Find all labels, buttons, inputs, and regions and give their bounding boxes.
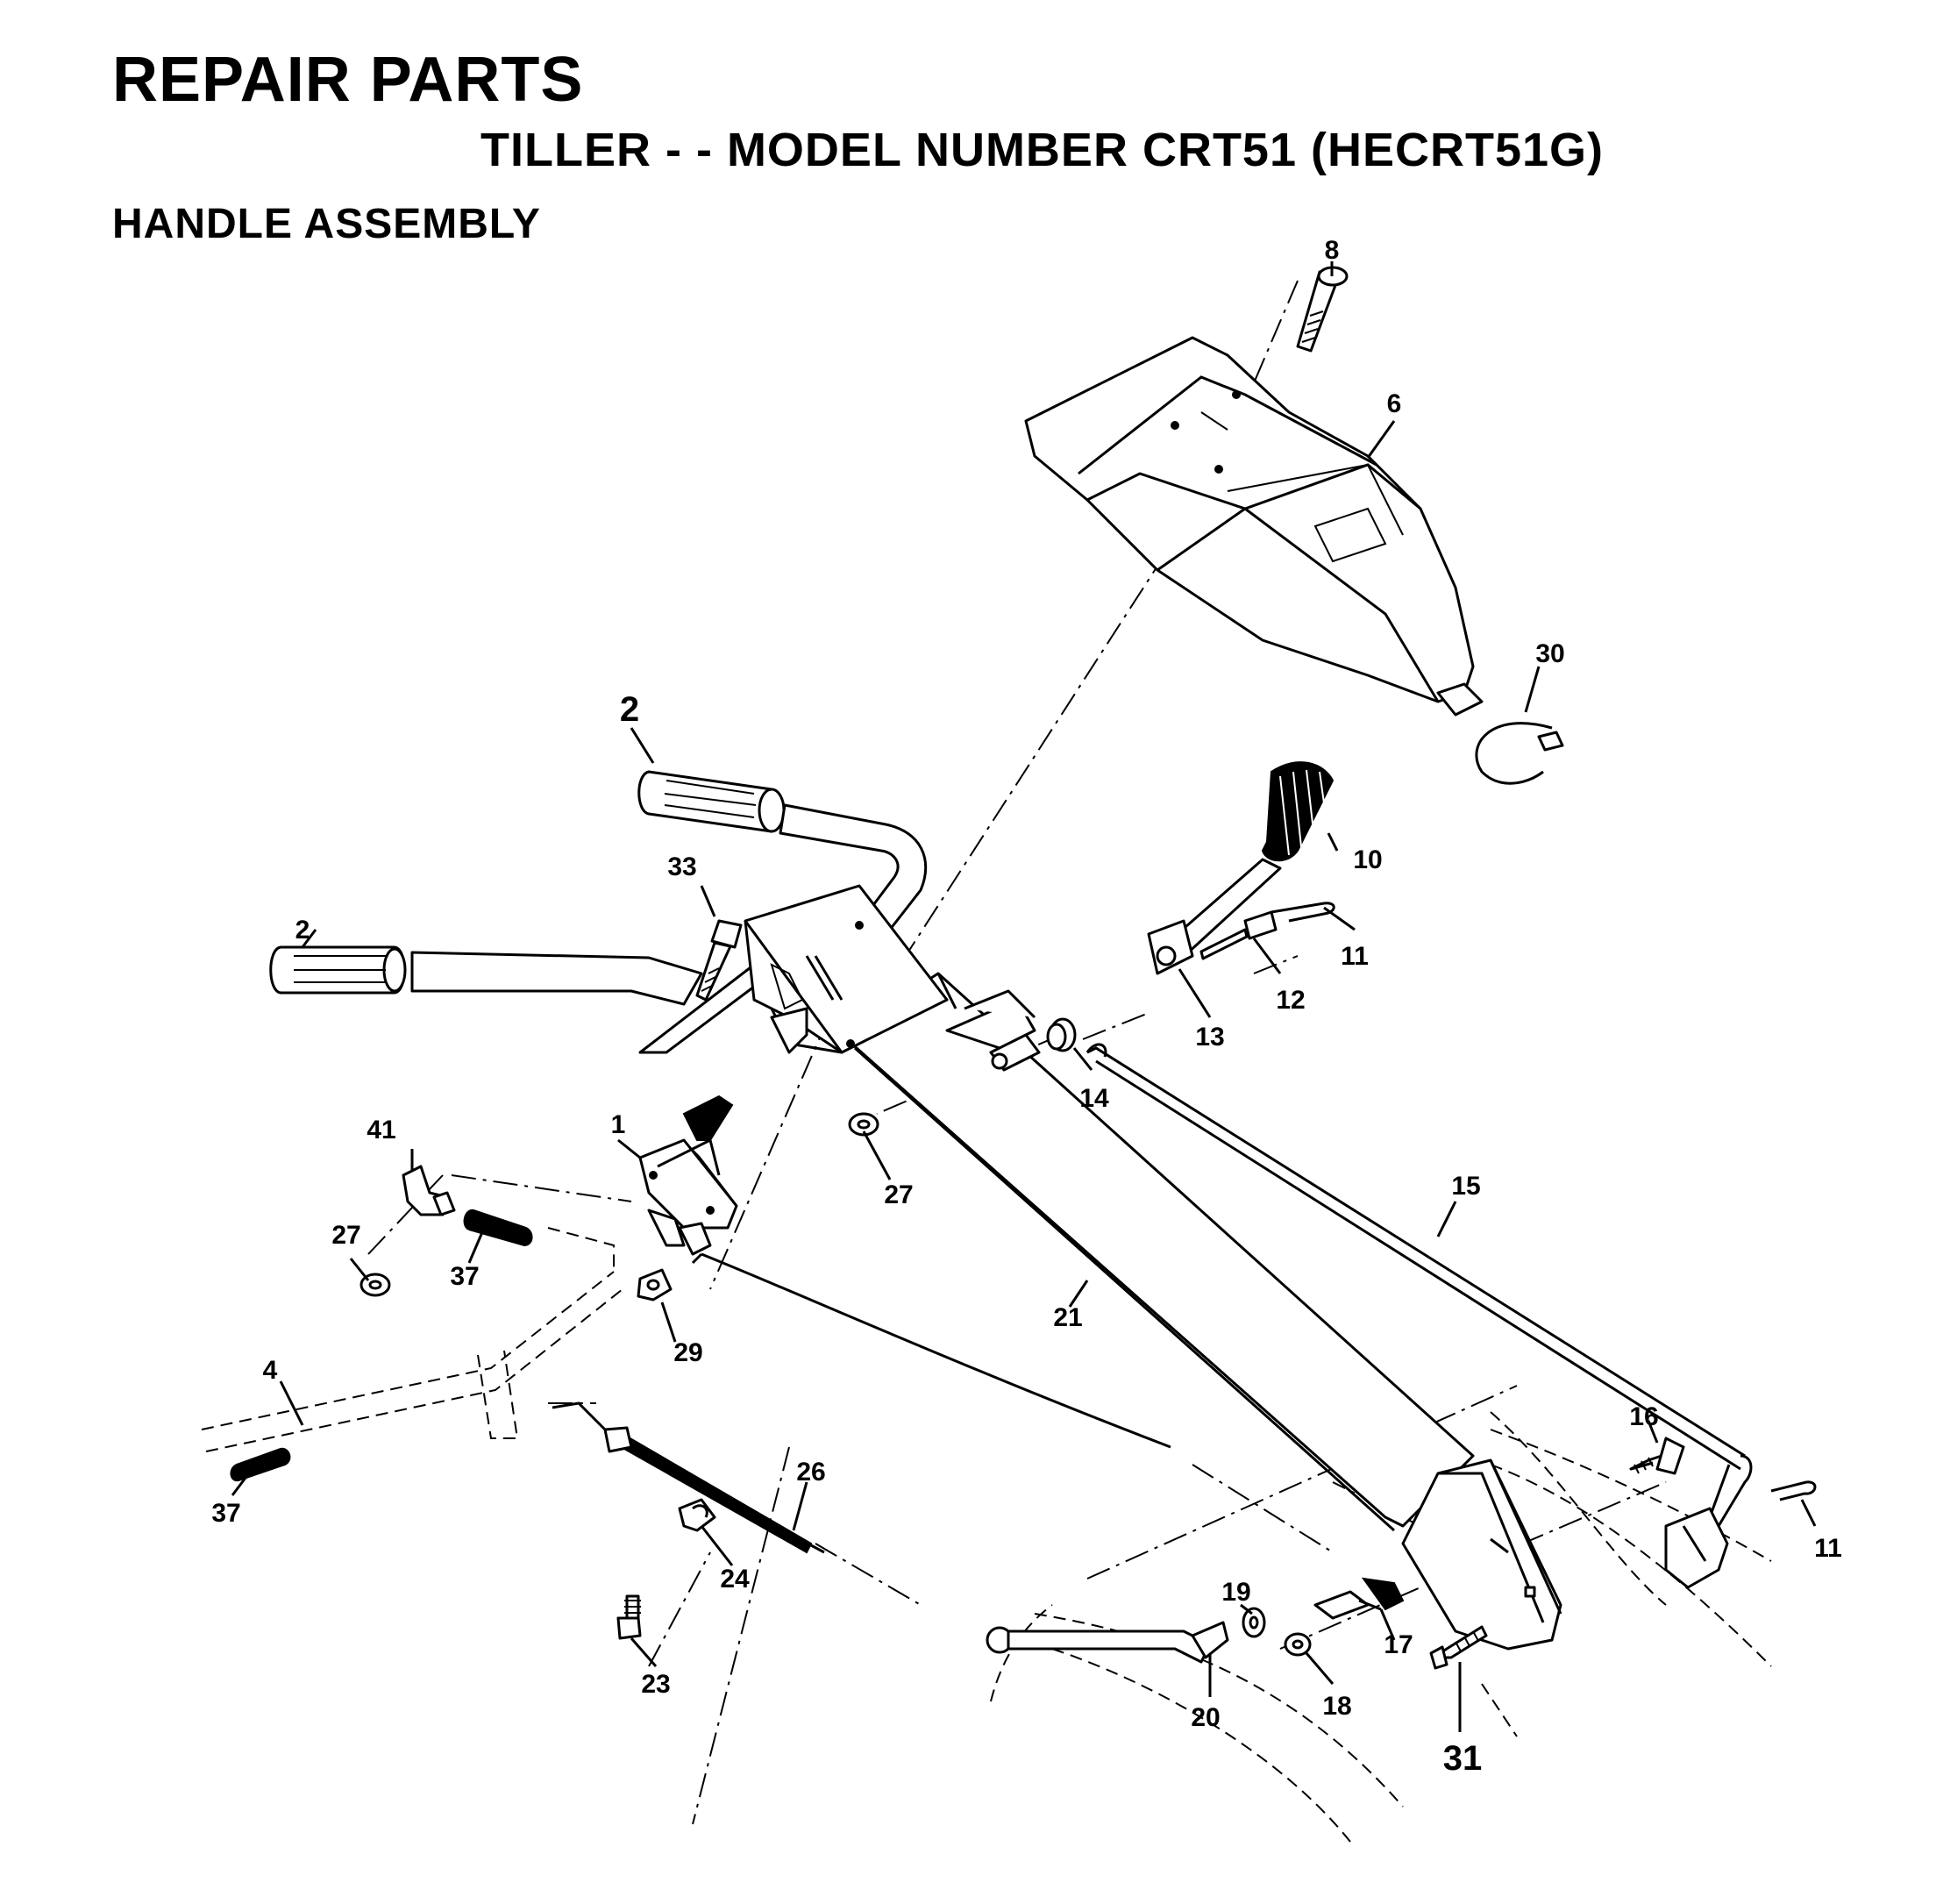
callout-41: 41 [367,1116,395,1145]
callout-13: 13 [1195,1023,1224,1052]
part-18-washer [1284,1632,1312,1657]
part-30-retaining-ring [1475,722,1564,785]
handle-base-bracket [1401,1458,1562,1651]
part-21-handle-tube [840,972,1475,1532]
part-10-lever-grip [1261,761,1335,862]
callout-19: 19 [1221,1578,1250,1607]
callout-27-right: 27 [884,1180,913,1209]
handle-mount-bracket [744,884,949,1054]
shift-bracket [1664,1507,1729,1589]
callout-27-left: 27 [331,1221,360,1250]
part-23-screw [616,1594,642,1640]
callout-2-upper: 2 [620,690,639,729]
callout-16: 16 [1629,1402,1658,1431]
callout-29: 29 [673,1338,702,1367]
part-31-bolt [1429,1625,1488,1670]
part-11-hairpin-upper [1270,902,1335,923]
part-15-shift-rod [1085,1043,1753,1527]
callout-8: 8 [1325,236,1340,265]
callout-6: 6 [1387,389,1402,418]
phantom-frame-lines [201,1227,1772,1843]
model-subtitle: TILLER - - MODEL NUMBER CRT51 (HECRT51G) [480,124,1605,176]
section-title: HANDLE ASSEMBLY [112,201,541,247]
callout-4: 4 [263,1356,278,1385]
callout-21: 21 [1053,1303,1082,1332]
callout-14: 14 [1079,1084,1109,1113]
part-24-cable-clamp [678,1498,716,1532]
callout-20: 20 [1191,1703,1220,1732]
callout-26: 26 [796,1458,825,1487]
part-37-grip-upper [463,1209,533,1247]
callout-15: 15 [1451,1172,1480,1201]
callout-23: 23 [641,1670,670,1699]
part-2-handle-grips [269,770,928,1054]
callout-numbers: 8 6 30 2 2 33 10 11 12 13 14 15 21 27 1 … [211,236,1842,1778]
callout-31: 31 [1443,1739,1483,1778]
callout-10: 10 [1353,845,1382,874]
part-19-washer [1242,1607,1266,1638]
callout-11-lower: 11 [1814,1534,1842,1563]
part-37-grip-lower [230,1447,291,1482]
part-14-spacer [1046,1017,1077,1052]
callout-30: 30 [1535,639,1564,668]
callout-leaders [231,261,1817,1732]
part-1-control-lever [638,1095,738,1256]
part-13-shift-lever [1147,858,1282,975]
part-26-cable [552,1401,825,1554]
callout-18: 18 [1322,1692,1351,1721]
callout-12: 12 [1276,986,1305,1015]
callout-11-upper: 11 [1341,942,1369,971]
part-11-hairpin-lower [1770,1480,1817,1501]
callout-37-upper: 37 [450,1262,479,1291]
callout-2-lower: 2 [295,916,310,945]
part-33-bolt [695,919,743,1002]
part-8-screw [1296,266,1349,353]
control-cable [691,1252,1171,1449]
part-20-lever-knob [986,1621,1229,1664]
callout-37-lower: 37 [211,1499,240,1528]
part-29-nut [637,1268,673,1301]
callout-24: 24 [720,1565,750,1594]
part-41-cable-clip [402,1165,456,1216]
part-27-nut-right [848,1112,879,1137]
callout-1: 1 [611,1110,626,1139]
part-6-upper-cover [1024,336,1484,717]
part-16-bolt [1629,1437,1685,1475]
part-17-indicator [1313,1577,1405,1620]
part-12-bolt [1199,910,1278,960]
page-title: REPAIR PARTS [112,45,584,115]
callout-33: 33 [667,852,696,881]
callout-17: 17 [1384,1630,1413,1659]
